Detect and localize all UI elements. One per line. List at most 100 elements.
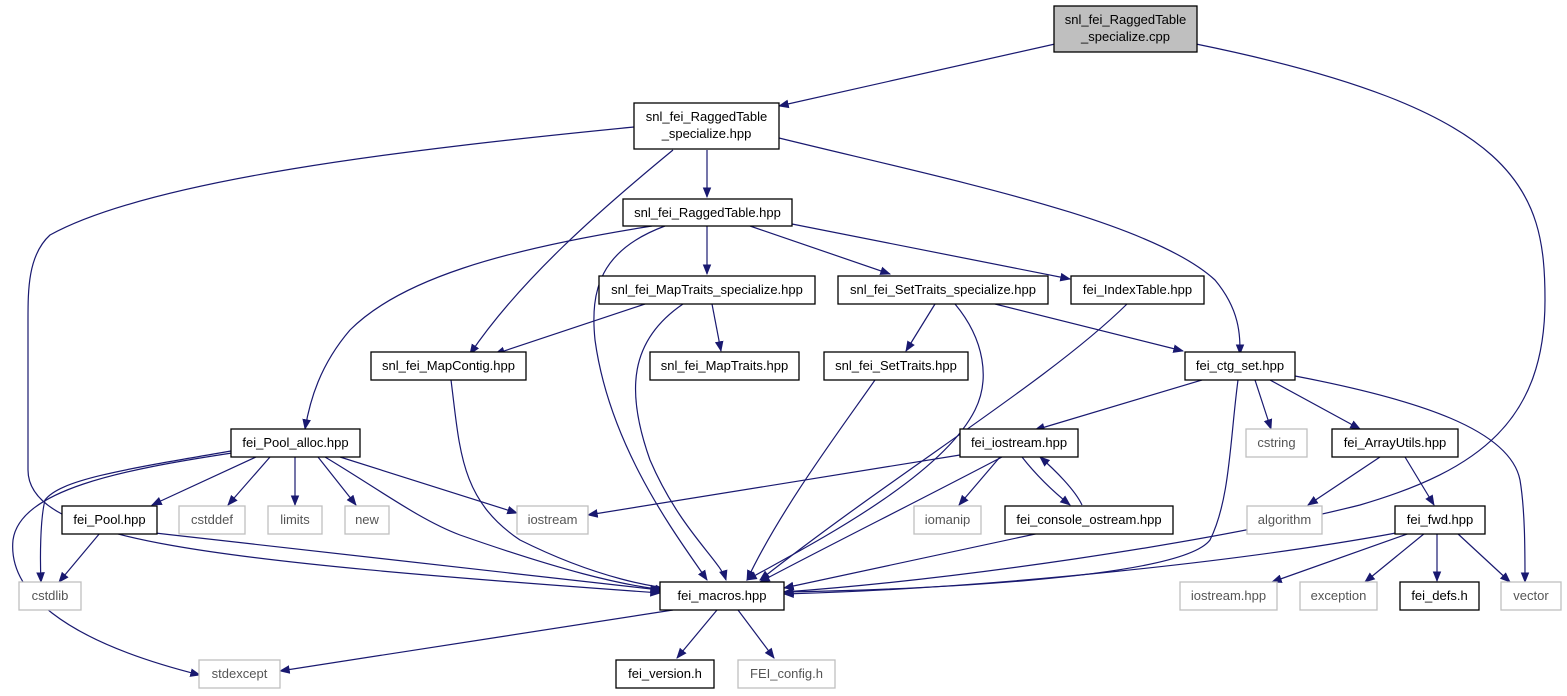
edge-pool-alloc-to-iostream bbox=[339, 456, 519, 515]
node-iostream-hpp[interactable]: iostream.hpp bbox=[1179, 581, 1278, 611]
node-fei-defs-h[interactable]: fei_defs.h bbox=[1399, 581, 1480, 611]
edge-fwd-to-exception bbox=[1364, 532, 1426, 583]
node-cstddef[interactable]: cstddef bbox=[178, 505, 246, 535]
edge-arr-to-fwd bbox=[1404, 456, 1435, 506]
svg-text:_specialize.hpp: _specialize.hpp bbox=[661, 126, 752, 141]
node-snl-fei-raggedtable-hpp[interactable]: snl_fei_RaggedTable.hpp bbox=[622, 198, 793, 227]
edge-rts-hpp-to-macros bbox=[27, 126, 662, 597]
edge-pool-alloc-to-new bbox=[317, 456, 357, 506]
svg-text:fei_defs.h: fei_defs.h bbox=[1411, 588, 1467, 603]
node-fei-indextable-hpp[interactable]: fei_IndexTable.hpp bbox=[1070, 275, 1205, 305]
edge-sts-to-st bbox=[905, 303, 936, 352]
svg-text:fei_ArrayUtils.hpp: fei_ArrayUtils.hpp bbox=[1344, 435, 1447, 450]
svg-text:iostream: iostream bbox=[528, 512, 578, 527]
svg-text:snl_fei_RaggedTable: snl_fei_RaggedTable bbox=[1065, 12, 1186, 27]
edge-pool-alloc-to-pool bbox=[151, 456, 257, 506]
edge-macros-to-config bbox=[737, 609, 775, 659]
edge-rts-hpp-to-ctg bbox=[778, 137, 1245, 356]
node-new[interactable]: new bbox=[344, 505, 390, 535]
svg-text:algorithm: algorithm bbox=[1258, 512, 1311, 527]
node-cstdlib[interactable]: cstdlib bbox=[18, 581, 82, 611]
node-iostream[interactable]: iostream bbox=[516, 505, 589, 535]
node-fei-macros-hpp[interactable]: fei_macros.hpp bbox=[659, 581, 785, 611]
svg-text:vector: vector bbox=[1513, 588, 1549, 603]
node-fei-version-h[interactable]: fei_version.h bbox=[615, 659, 715, 689]
edge-sts-to-macros bbox=[746, 303, 984, 581]
svg-text:snl_fei_SetTraits_specialize.h: snl_fei_SetTraits_specialize.hpp bbox=[850, 282, 1036, 297]
edge-cons-to-ios-h bbox=[1039, 456, 1083, 506]
edge-macros-to-stdexcept bbox=[278, 609, 674, 674]
svg-text:fei_ctg_set.hpp: fei_ctg_set.hpp bbox=[1196, 358, 1284, 373]
edge-pool-alloc-to-macros bbox=[324, 456, 667, 594]
node-snl-fei-raggedtable-specialize-cpp[interactable]: snl_fei_RaggedTable _specialize.cpp bbox=[1053, 5, 1198, 53]
svg-text:cstdlib: cstdlib bbox=[32, 588, 69, 603]
svg-text:limits: limits bbox=[280, 512, 310, 527]
edge-pool-alloc-to-stdexcept bbox=[12, 452, 233, 677]
edge-fwd-to-ioshpp bbox=[1270, 532, 1411, 583]
node-fei-arrayutils-hpp[interactable]: fei_ArrayUtils.hpp bbox=[1331, 428, 1459, 458]
edge-rts-hpp-to-mapc bbox=[469, 149, 674, 355]
edge-root-to-macros bbox=[782, 43, 1546, 596]
node-snl-fei-maptraits-specialize-hpp[interactable]: snl_fei_MapTraits_specialize.hpp bbox=[598, 275, 816, 305]
edge-cons-to-macros bbox=[782, 532, 1041, 591]
node-fei-iostream-hpp[interactable]: fei_iostream.hpp bbox=[959, 428, 1079, 458]
node-iomanip[interactable]: iomanip bbox=[913, 505, 982, 535]
node-snl-fei-raggedtable-specialize-hpp[interactable]: snl_fei_RaggedTable _specialize.hpp bbox=[633, 102, 780, 150]
svg-text:cstring: cstring bbox=[1257, 435, 1295, 450]
edge-ios-h-to-macros bbox=[759, 456, 1003, 583]
svg-text:exception: exception bbox=[1311, 588, 1367, 603]
edge-ctg-to-vector bbox=[1294, 375, 1530, 584]
edge-ctg-to-macros bbox=[782, 379, 1239, 597]
node-snl-fei-settraits-specialize-hpp[interactable]: snl_fei_SetTraits_specialize.hpp bbox=[837, 275, 1049, 305]
svg-text:snl_fei_MapContig.hpp: snl_fei_MapContig.hpp bbox=[382, 358, 515, 373]
edge-ios-h-to-iomanip bbox=[958, 456, 1001, 506]
svg-text:snl_fei_RaggedTable: snl_fei_RaggedTable bbox=[646, 109, 767, 124]
svg-text:fei_macros.hpp: fei_macros.hpp bbox=[678, 588, 767, 603]
node-limits[interactable]: limits bbox=[267, 505, 323, 535]
node-snl-fei-settraits-hpp[interactable]: snl_fei_SetTraits.hpp bbox=[823, 351, 969, 381]
svg-text:fei_fwd.hpp: fei_fwd.hpp bbox=[1407, 512, 1474, 527]
node-algorithm[interactable]: algorithm bbox=[1246, 505, 1323, 535]
svg-text:iostream.hpp: iostream.hpp bbox=[1191, 588, 1266, 603]
svg-text:fei_IndexTable.hpp: fei_IndexTable.hpp bbox=[1083, 282, 1192, 297]
edge-mapc-to-macros bbox=[450, 379, 672, 593]
svg-text:snl_fei_SetTraits.hpp: snl_fei_SetTraits.hpp bbox=[835, 358, 957, 373]
edge-ios-h-to-cons bbox=[1021, 456, 1071, 506]
node-fei-ctg-set-hpp[interactable]: fei_ctg_set.hpp bbox=[1184, 351, 1296, 381]
edge-arr-to-algorithm bbox=[1307, 456, 1381, 506]
svg-text:snl_fei_MapTraits_specialize.h: snl_fei_MapTraits_specialize.hpp bbox=[611, 282, 803, 297]
edge-fwd-to-macros bbox=[782, 532, 1397, 599]
edge-mts-to-mt bbox=[711, 303, 724, 353]
node-fei-pool-alloc-hpp[interactable]: fei_Pool_alloc.hpp bbox=[230, 428, 361, 458]
edge-macros-to-version bbox=[676, 609, 718, 659]
edge-sts-to-ctg bbox=[994, 303, 1185, 353]
node-snl-fei-mapcontig-hpp[interactable]: snl_fei_MapContig.hpp bbox=[370, 351, 527, 381]
edge-mts-to-mapc bbox=[493, 303, 646, 356]
node-fei-fwd-hpp[interactable]: fei_fwd.hpp bbox=[1394, 505, 1486, 535]
svg-text:new: new bbox=[355, 512, 379, 527]
node-fei-pool-hpp[interactable]: fei_Pool.hpp bbox=[61, 505, 158, 535]
node-fei-config-h[interactable]: FEI_config.h bbox=[737, 659, 836, 689]
nodes: snl_fei_RaggedTable _specialize.cpp snl_… bbox=[18, 5, 1562, 689]
edge-ctg-to-arr bbox=[1269, 379, 1361, 430]
node-cstring[interactable]: cstring bbox=[1245, 428, 1308, 458]
svg-text:FEI_config.h: FEI_config.h bbox=[750, 666, 823, 681]
svg-text:iomanip: iomanip bbox=[925, 512, 971, 527]
svg-text:snl_fei_MapTraits.hpp: snl_fei_MapTraits.hpp bbox=[661, 358, 788, 373]
edge-ios-h-to-iostream bbox=[586, 454, 961, 518]
edge-root-to-rts-hpp bbox=[777, 43, 1056, 109]
node-stdexcept[interactable]: stdexcept bbox=[198, 659, 281, 689]
node-exception[interactable]: exception bbox=[1299, 581, 1378, 611]
node-fei-console-ostream-hpp[interactable]: fei_console_ostream.hpp bbox=[1004, 505, 1174, 535]
edge-pool-alloc-to-cstdlib bbox=[36, 450, 232, 584]
node-vector[interactable]: vector bbox=[1500, 581, 1562, 611]
node-snl-fei-maptraits-hpp[interactable]: snl_fei_MapTraits.hpp bbox=[649, 351, 800, 381]
edge-pool-to-cstdlib bbox=[58, 532, 101, 583]
svg-text:fei_version.h: fei_version.h bbox=[628, 666, 702, 681]
edge-pool-alloc-to-cstddef bbox=[227, 456, 271, 506]
edge-rt-to-sts bbox=[749, 225, 892, 275]
svg-text:stdexcept: stdexcept bbox=[212, 666, 268, 681]
svg-text:fei_console_ostream.hpp: fei_console_ostream.hpp bbox=[1016, 512, 1161, 527]
edge-rt-to-idx bbox=[791, 223, 1072, 282]
